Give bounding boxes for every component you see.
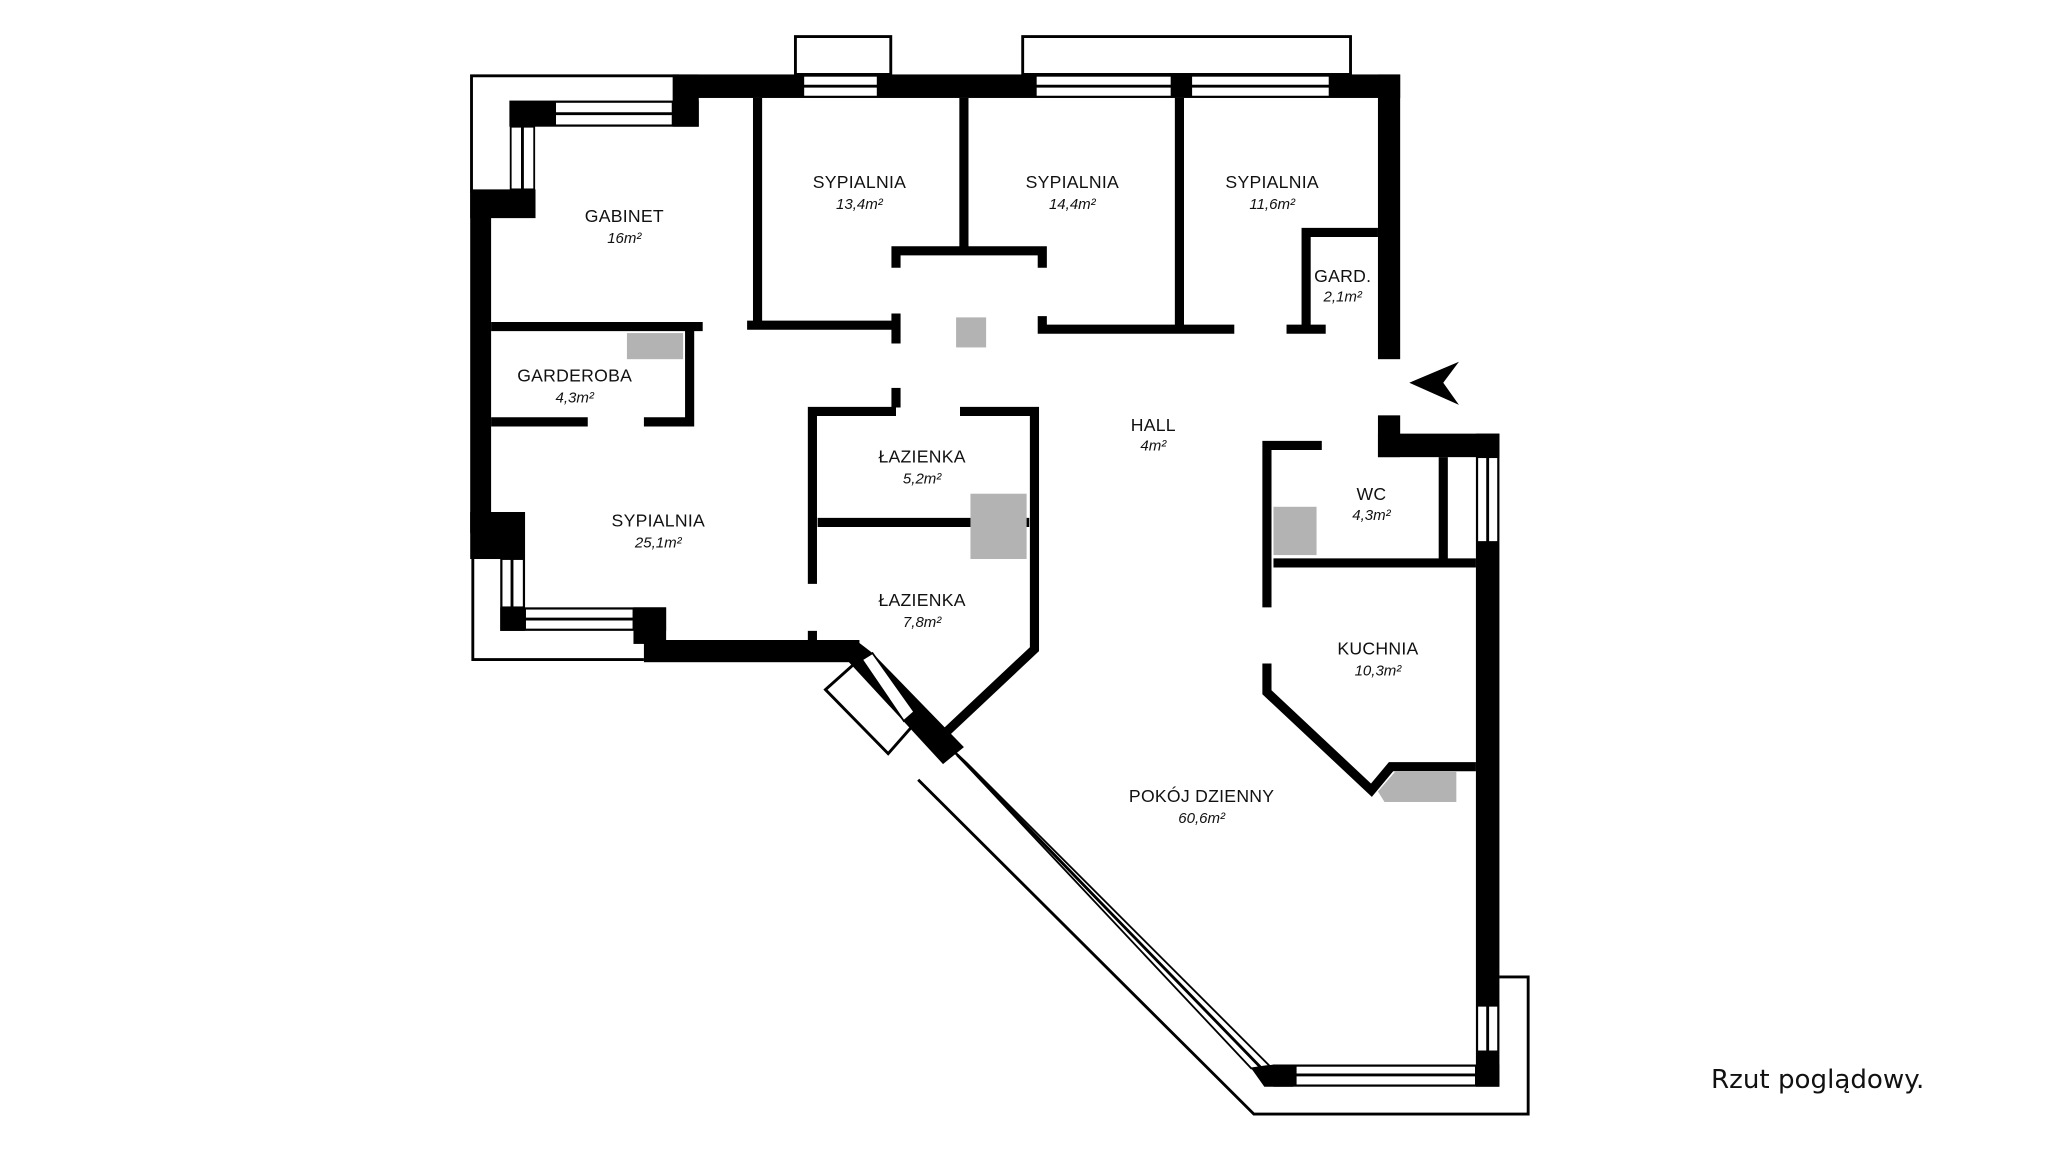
wardrobe-fixture: [626, 333, 684, 360]
room-sypialnia-1: SYPIALNIA 13,4m²: [813, 172, 906, 213]
room-area: 7,8m²: [903, 614, 942, 631]
room-area: 13,4m²: [836, 196, 884, 213]
wc-fixture: [1273, 506, 1317, 556]
exterior-walls: [470, 74, 1500, 1087]
room-area: 4,3m²: [555, 389, 594, 406]
room-lazienka-2: ŁAZIENKA 7,8m²: [878, 590, 965, 631]
room-area: 60,6m²: [1178, 810, 1226, 827]
room-garderoba: GARDEROBA 4,3m²: [517, 365, 632, 406]
room-sypialnia-3: SYPIALNIA 11,6m²: [1225, 172, 1318, 213]
room-name: KUCHNIA: [1337, 638, 1418, 658]
room-name: ŁAZIENKA: [878, 446, 965, 466]
room-name: POKÓJ DZIENNY: [1129, 785, 1274, 806]
room-name: SYPIALNIA: [612, 510, 705, 530]
room-area: 25,1m²: [634, 534, 683, 551]
kitchen-fixture: [1377, 771, 1457, 802]
bathroom-fixture: [970, 493, 1027, 560]
room-name: HALL: [1131, 415, 1176, 435]
room-kuchnia: KUCHNIA 10,3m²: [1337, 638, 1418, 679]
room-gabinet: GABINET 16m²: [585, 206, 664, 247]
room-name: SYPIALNIA: [1225, 172, 1318, 192]
room-lazienka-1: ŁAZIENKA 5,2m²: [878, 446, 965, 487]
room-sypialnia-2: SYPIALNIA 14,4m²: [1026, 172, 1119, 213]
room-area: 2,1m²: [1322, 289, 1362, 306]
fixtures: [626, 317, 1457, 802]
room-name: ŁAZIENKA: [878, 590, 965, 610]
room-area: 11,6m²: [1249, 196, 1296, 213]
room-wc: WC 4,3m²: [1352, 484, 1391, 524]
room-area: 5,2m²: [903, 470, 942, 487]
windows: [500, 74, 1500, 1087]
room-pokoj-dzienny: POKÓJ DZIENNY 60,6m²: [1129, 785, 1274, 827]
room-area: 4m²: [1140, 438, 1167, 455]
room-area: 10,3m²: [1355, 662, 1403, 679]
balcony-outlines: [470, 35, 1530, 1116]
room-area: 14,4m²: [1049, 196, 1097, 213]
room-name: GARD.: [1314, 266, 1371, 286]
room-area: 4,3m²: [1352, 507, 1391, 524]
shaft-fixture: [956, 317, 987, 348]
room-gard: GARD. 2,1m²: [1314, 266, 1371, 306]
room-name: GARDEROBA: [517, 365, 632, 385]
caption: Rzut poglądowy.: [1711, 1065, 1924, 1095]
room-name: GABINET: [585, 206, 664, 226]
room-name: SYPIALNIA: [813, 172, 906, 192]
room-sypialnia-4: SYPIALNIA 25,1m²: [612, 510, 705, 551]
room-name: SYPIALNIA: [1026, 172, 1119, 192]
interior-walls: [491, 97, 1476, 797]
room-area: 16m²: [607, 230, 642, 247]
entrance-arrow-icon: [1409, 361, 1459, 405]
room-hall: HALL 4m²: [1131, 415, 1176, 455]
room-labels: GABINET 16m² SYPIALNIA 13,4m² SYPIALNIA 14,…: [517, 172, 1418, 827]
room-name: WC: [1356, 484, 1386, 504]
